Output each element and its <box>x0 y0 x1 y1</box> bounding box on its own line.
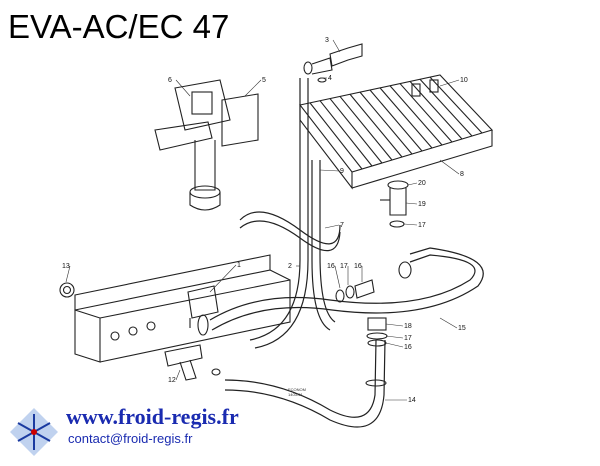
callout-4: 4 <box>328 75 332 82</box>
callout-leader <box>209 264 237 293</box>
page-title: EVA-AC/EC 47 <box>8 8 230 45</box>
callout-7: 7 <box>340 222 344 229</box>
callout-leader <box>244 79 262 97</box>
evaporator-rib <box>379 87 433 149</box>
callout-19: 19 <box>418 201 426 208</box>
callout-leader <box>319 169 340 172</box>
callout-leader <box>385 335 404 339</box>
tube-9 <box>311 160 331 331</box>
callout-15: 15 <box>458 325 466 332</box>
drawing-stamp: ECONOM 1403-01 <box>288 387 306 397</box>
callout-1: 1 <box>237 262 241 269</box>
callout-leader <box>324 224 340 229</box>
hose-15 <box>209 254 476 321</box>
connector-fittings <box>303 43 363 83</box>
website-link[interactable]: www.froid-regis.fr <box>66 404 239 429</box>
callout-5: 5 <box>262 77 266 84</box>
valve-assembly <box>187 285 219 336</box>
evaporator-rib <box>309 102 363 170</box>
callout-leader <box>439 317 458 329</box>
callout-3: 3 <box>325 37 329 44</box>
callout-9: 9 <box>340 168 344 175</box>
stamp-brand: ECONOM <box>288 387 306 392</box>
callout-leader <box>175 79 191 97</box>
evaporator-rib <box>409 81 463 140</box>
evaporator-rib <box>329 98 383 164</box>
evaporator-rib <box>359 91 413 155</box>
callout-16: 16 <box>354 263 362 270</box>
callout-17: 17 <box>418 222 426 229</box>
callout-2: 2 <box>288 263 292 270</box>
callout-leader <box>439 79 460 87</box>
callout-16: 16 <box>404 344 412 351</box>
evaporator-rib <box>429 76 483 134</box>
callout-leader <box>385 342 404 348</box>
evaporator-rib <box>339 96 393 161</box>
stamp-code: 1403-01 <box>288 392 303 397</box>
float-fitting <box>380 180 409 228</box>
callout-12: 12 <box>168 377 176 384</box>
evaporator-rib <box>319 100 373 167</box>
callout-10: 10 <box>460 77 468 84</box>
callout-20: 20 <box>418 180 426 187</box>
evaporator-fitting <box>411 79 439 97</box>
contact-email[interactable]: contact@froid-regis.fr <box>68 431 193 446</box>
callout-18: 18 <box>404 323 412 330</box>
evaporator-rib <box>399 83 453 143</box>
evaporator-rib <box>369 89 423 152</box>
callout-6: 6 <box>168 77 172 84</box>
callout-leader <box>405 202 418 205</box>
callout-leader <box>65 265 71 283</box>
hose-14 <box>224 339 377 418</box>
callout-leader <box>332 39 341 53</box>
callout-leader <box>334 265 341 289</box>
callout-leader <box>403 223 418 226</box>
tee-fitting <box>164 344 221 381</box>
callout-16: 16 <box>327 263 335 270</box>
evaporator-rib <box>389 85 443 146</box>
evaporator-plate <box>299 74 494 190</box>
pump-assembly <box>154 79 259 211</box>
callout-17: 17 <box>404 335 412 342</box>
callout-leader <box>407 182 418 186</box>
callout-leader <box>439 159 460 175</box>
mid-fittings <box>335 261 412 303</box>
callout-leader <box>385 323 404 327</box>
callout-13: 13 <box>62 263 70 270</box>
mounting-rail <box>59 254 291 363</box>
callout-14: 14 <box>408 397 416 404</box>
snowflake-logo-icon <box>6 404 62 460</box>
evaporator-rib <box>349 93 403 158</box>
callout-17: 17 <box>340 263 348 270</box>
callout-leader <box>175 369 181 381</box>
evaporator-rib <box>419 78 473 137</box>
callout-8: 8 <box>460 171 464 178</box>
